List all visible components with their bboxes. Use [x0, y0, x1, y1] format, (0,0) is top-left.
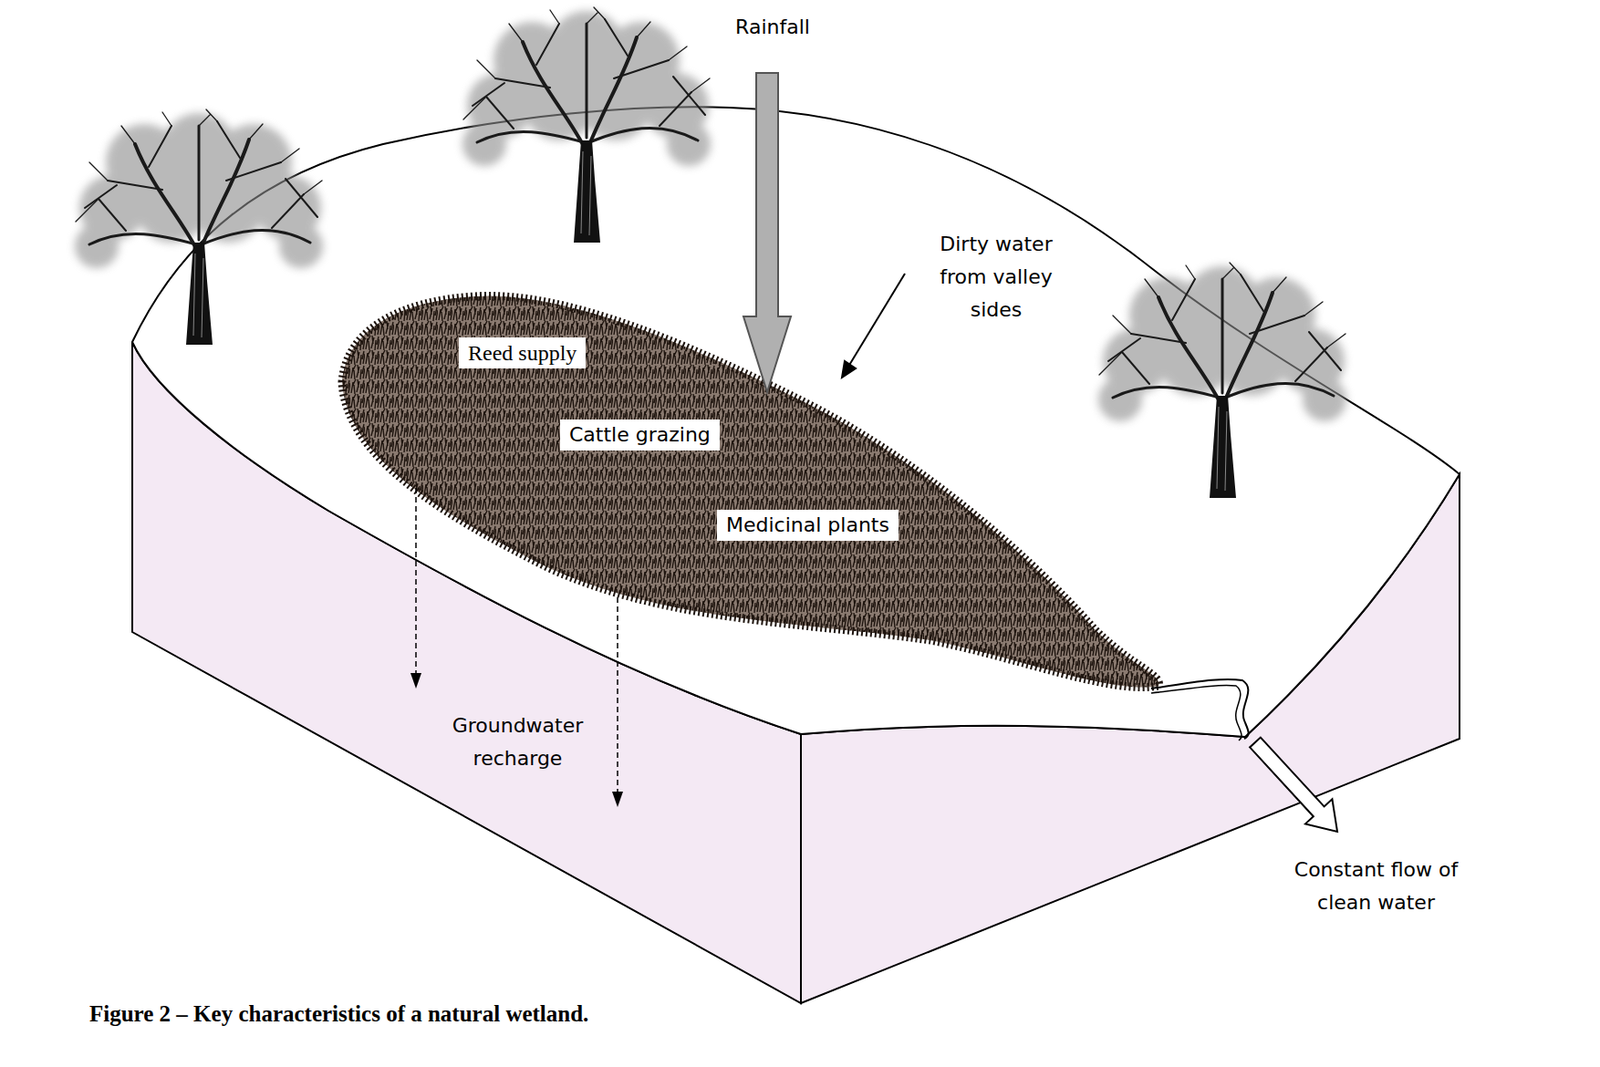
reed-supply-box: Reed supply	[458, 337, 586, 369]
box-text: Cattle grazing	[569, 423, 711, 447]
medicinal-plants-box: Medicinal plants	[716, 509, 899, 541]
groundwater-label: Groundwater recharge	[437, 709, 598, 776]
cattle-grazing-box: Cattle grazing	[560, 419, 720, 451]
box-text: Medicinal plants	[726, 513, 890, 537]
figure-caption: Figure 2 – Key characteristics of a natu…	[89, 1001, 589, 1028]
box-text: Reed supply	[467, 341, 577, 365]
rainfall-label: Rainfall	[699, 10, 846, 44]
dirty-water-label: Dirty water from valley sides	[926, 228, 1066, 327]
clean-water-label: Constant flow of clean water	[1282, 853, 1470, 920]
